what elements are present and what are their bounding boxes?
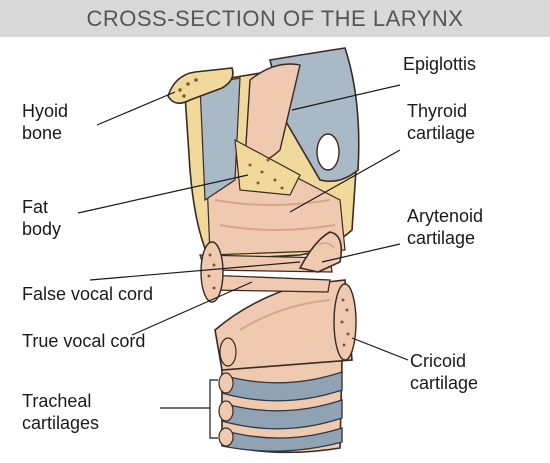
- label-tracheal-cartilages: Tracheal cartilages: [22, 391, 100, 433]
- cricoid-edge: [333, 283, 357, 361]
- title-bar: CROSS-SECTION OF THE LARYNX: [0, 0, 550, 37]
- label-true-vocal-cord: True vocal cord: [22, 331, 146, 351]
- cricoid-cartilage: [214, 279, 357, 371]
- arytenoid-cartilage: [298, 231, 343, 273]
- leader-true-cord: [131, 281, 253, 336]
- vocal-cord-left-cartilage: [200, 241, 224, 303]
- label-thyroid-cartilage: Thyroid cartilage: [407, 101, 476, 143]
- trachea: [218, 359, 343, 454]
- hyoid-bone: [167, 67, 234, 104]
- diagram-title: CROSS-SECTION OF THE LARYNX: [86, 5, 464, 31]
- leader-epiglottis: [291, 84, 401, 111]
- tracheal-ring-end-2: [218, 400, 234, 422]
- leader-thyroid: [289, 149, 401, 213]
- tracheal-ring-3: [221, 427, 343, 452]
- tracheal-ring-2: [221, 399, 343, 430]
- tracheal-ring-1: [221, 371, 343, 402]
- bracket-tracheal: [160, 379, 218, 439]
- leader-lines: [77, 84, 409, 439]
- label-arytenoid-cartilage: Arytenoid cartilage: [407, 206, 484, 248]
- fat-body: [234, 138, 301, 196]
- leader-arytenoid: [321, 243, 401, 263]
- tracheal-ring-end-1: [218, 372, 234, 394]
- leader-cricoid: [351, 337, 409, 361]
- label-cricoid-cartilage: Cricoid cartilage: [410, 351, 479, 393]
- tracheal-ring-end-3: [218, 427, 234, 447]
- leader-fat: [77, 174, 249, 214]
- epiglottis: [244, 47, 360, 183]
- label-hyoid-bone: Hyoid bone: [22, 101, 69, 143]
- leader-hyoid: [96, 91, 176, 126]
- label-false-vocal-cord: False vocal cord: [22, 284, 154, 304]
- leader-false-cord: [89, 261, 301, 281]
- label-epiglottis: Epiglottis: [403, 54, 477, 74]
- label-fat-body: Fat body: [22, 197, 62, 239]
